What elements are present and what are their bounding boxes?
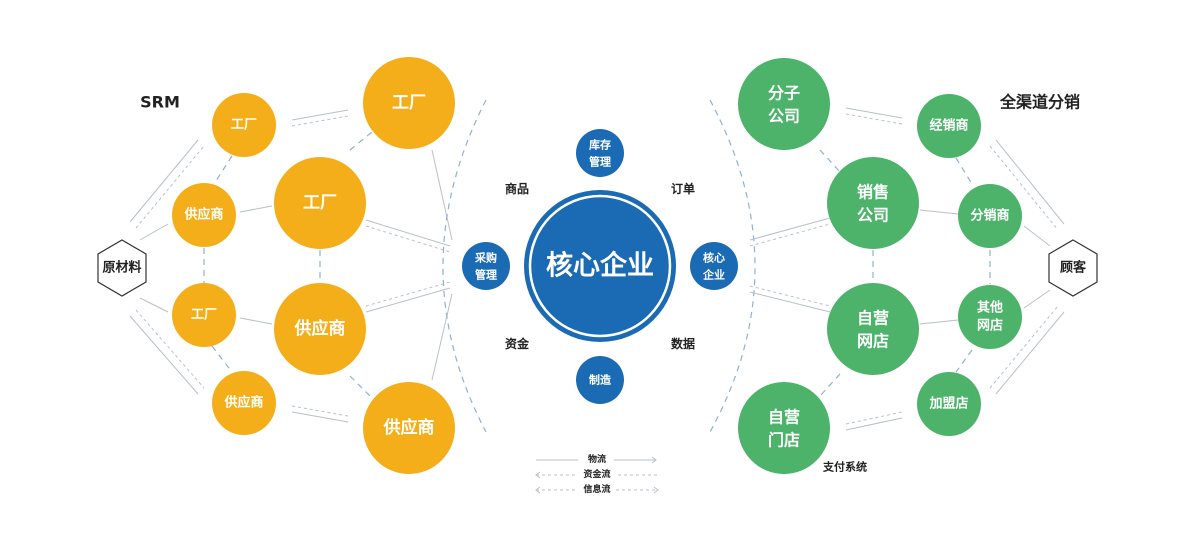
manufacturing-node[interactable]: 制造 — [576, 356, 624, 404]
inventory-management-node[interactable]: 库存 管理 — [576, 129, 624, 177]
orders-label: 订单 — [671, 181, 695, 196]
core-title: 核心企业 — [546, 250, 654, 282]
core-enterprise-small-node[interactable]: 核心 企业 — [690, 242, 738, 290]
supplier-node[interactable]: 工厂 — [212, 93, 276, 157]
svg-text:供应商: 供应商 — [383, 417, 435, 438]
svg-text:公司: 公司 — [768, 107, 800, 126]
payment-system-label: 支付系统 — [822, 460, 867, 474]
funds-label: 资金 — [505, 336, 530, 351]
supplier-node[interactable]: 工厂 — [172, 283, 236, 347]
supplier-node[interactable]: 供应商 — [363, 382, 455, 474]
svg-text:采购: 采购 — [474, 251, 497, 265]
distribution-node[interactable]: 分销商 — [958, 184, 1022, 248]
data-label: 数据 — [671, 336, 695, 351]
distribution-node[interactable]: 加盟店 — [917, 372, 981, 436]
core-enterprise-node[interactable]: 核心企业 — [524, 190, 676, 342]
supplier-node[interactable]: 供应商 — [212, 371, 276, 435]
supplier-node[interactable]: 工厂 — [363, 57, 455, 149]
svg-text:分销商: 分销商 — [970, 208, 1009, 224]
legend: 物流 资金流 信息流 — [535, 453, 659, 495]
distribution-node[interactable]: 自营 门店 — [738, 382, 830, 474]
distribution-node[interactable]: 其他 网店 — [958, 285, 1022, 349]
connections — [129, 99, 1065, 433]
svg-text:制造: 制造 — [589, 373, 612, 387]
svg-text:网店: 网店 — [977, 318, 1003, 334]
procurement-node[interactable]: 采购 管理 — [462, 242, 510, 290]
svg-text:门店: 门店 — [768, 431, 800, 450]
svg-text:供应商: 供应商 — [294, 318, 346, 339]
svg-text:核心: 核心 — [703, 251, 725, 265]
srm-title: SRM — [140, 93, 180, 112]
supplier-node[interactable]: 工厂 — [274, 157, 366, 249]
svg-text:供应商: 供应商 — [183, 207, 223, 223]
svg-text:自营: 自营 — [857, 309, 889, 328]
svg-text:自营: 自营 — [768, 408, 800, 427]
supplier-node[interactable]: 供应商 — [172, 183, 236, 247]
svg-text:管理: 管理 — [589, 155, 611, 169]
distribution-node[interactable]: 分子 公司 — [738, 58, 830, 150]
svg-text:库存: 库存 — [589, 138, 611, 152]
svg-text:网店: 网店 — [857, 332, 889, 351]
svg-text:工厂: 工厂 — [392, 93, 426, 113]
raw-material-hexagon[interactable]: 原材料 — [97, 239, 147, 297]
svg-text:公司: 公司 — [857, 206, 889, 225]
supplier-node[interactable]: 供应商 — [274, 283, 366, 375]
distribution-node[interactable]: 销售 公司 — [827, 157, 919, 249]
svg-text:工厂: 工厂 — [303, 193, 337, 213]
raw-material-label: 原材料 — [102, 260, 141, 276]
distribution-node[interactable]: 自营 网店 — [827, 283, 919, 375]
distribution-title: 全渠道分销 — [999, 93, 1080, 112]
legend-info-flow: 信息流 — [583, 483, 610, 495]
svg-text:销售: 销售 — [857, 183, 889, 202]
svg-text:供应商: 供应商 — [223, 395, 263, 411]
svg-text:工厂: 工厂 — [231, 118, 257, 133]
legend-logistics: 物流 — [588, 453, 606, 465]
svg-text:企业: 企业 — [702, 268, 725, 282]
svg-text:经销商: 经销商 — [929, 118, 968, 134]
svg-text:管理: 管理 — [475, 268, 497, 282]
svg-text:其他: 其他 — [977, 300, 1003, 316]
legend-funds-flow: 资金流 — [583, 468, 610, 480]
goods-label: 商品 — [505, 181, 529, 196]
customer-label: 顾客 — [1060, 260, 1087, 276]
svg-text:工厂: 工厂 — [191, 308, 217, 323]
svg-text:加盟店: 加盟店 — [928, 396, 968, 412]
customer-hexagon[interactable]: 顾客 — [1048, 239, 1098, 297]
svg-text:分子: 分子 — [768, 84, 800, 103]
distribution-node[interactable]: 经销商 — [917, 94, 981, 158]
